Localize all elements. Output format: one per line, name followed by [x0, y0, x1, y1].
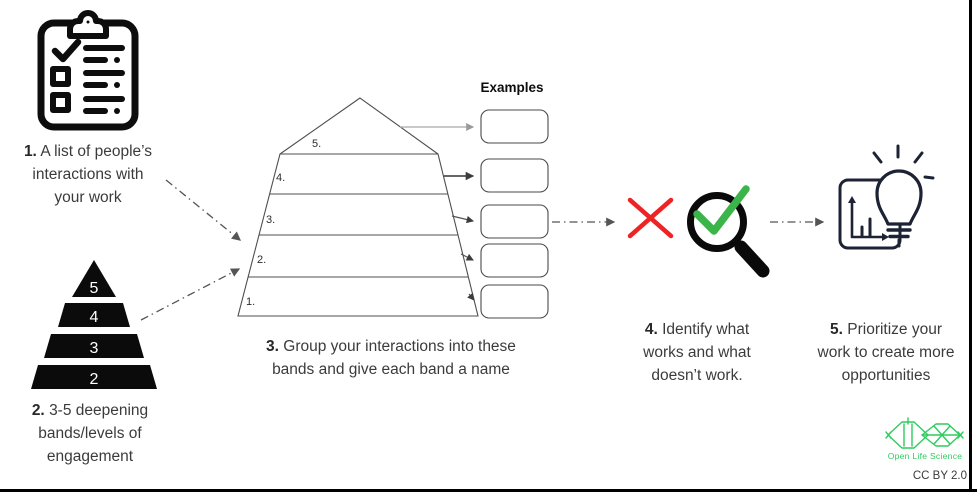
open-life-science-logo-icon [885, 417, 964, 449]
step2-caption: 2. 3-5 deepening bands/levels of engagem… [31, 402, 149, 465]
step3-caption: 3. Group your interactions into these ba… [266, 338, 516, 378]
example-box [480, 243, 549, 278]
example-box [480, 284, 549, 319]
arrow-step2-to-pyramid [140, 268, 241, 321]
license-label: CC BY 2.0 [912, 470, 967, 482]
example-box [480, 109, 549, 144]
example-boxes [480, 109, 549, 319]
arrow-step1-to-pyramid [165, 179, 242, 241]
band-label: 3. [266, 214, 275, 226]
band-label: 4. [276, 172, 285, 184]
logo-wordmark: Open Life Science [887, 451, 963, 461]
band-label: 5. [312, 138, 321, 150]
step3-number: 3. [266, 338, 279, 355]
band-label: 2. [257, 254, 266, 266]
clipboard-checklist-icon [37, 10, 139, 131]
pyramid-level-label: 2 [90, 371, 99, 388]
lightbulb-chart-icon [838, 144, 935, 250]
examples-heading: Examples [480, 80, 544, 95]
pyramid-level-label: 5 [90, 280, 99, 297]
example-box [480, 158, 549, 193]
band-to-box-connectors [400, 123, 475, 301]
step1-number: 1. [23, 143, 37, 160]
step5-caption: 5. Prioritize your work to create more o… [817, 321, 955, 384]
magnifier-check-icon [687, 185, 770, 278]
step5-number: 5. [830, 321, 843, 338]
pyramid-level-label: 4 [90, 309, 99, 326]
step2-number: 2. [31, 402, 45, 419]
step4-caption: 4. Identify what works and what doesn’t … [643, 321, 751, 384]
frame-border-right [969, 0, 972, 492]
mini-bar-chart [848, 196, 889, 241]
example-box [480, 204, 549, 239]
pyramid-level-label: 3 [90, 340, 99, 357]
flow-arrows [140, 179, 825, 321]
red-cross-icon [627, 197, 674, 239]
band-labels: 5. 4. 3. 2. 1. [246, 138, 321, 308]
step4-number: 4. [644, 321, 658, 338]
engagement-pyramid-icon: 5 4 3 2 [31, 260, 157, 389]
frame-border-bottom [0, 489, 977, 492]
band-label: 1. [246, 296, 255, 308]
banded-pyramid-diagram [237, 97, 479, 317]
step1-caption: 1. A list of people’s interactions with … [23, 143, 153, 206]
